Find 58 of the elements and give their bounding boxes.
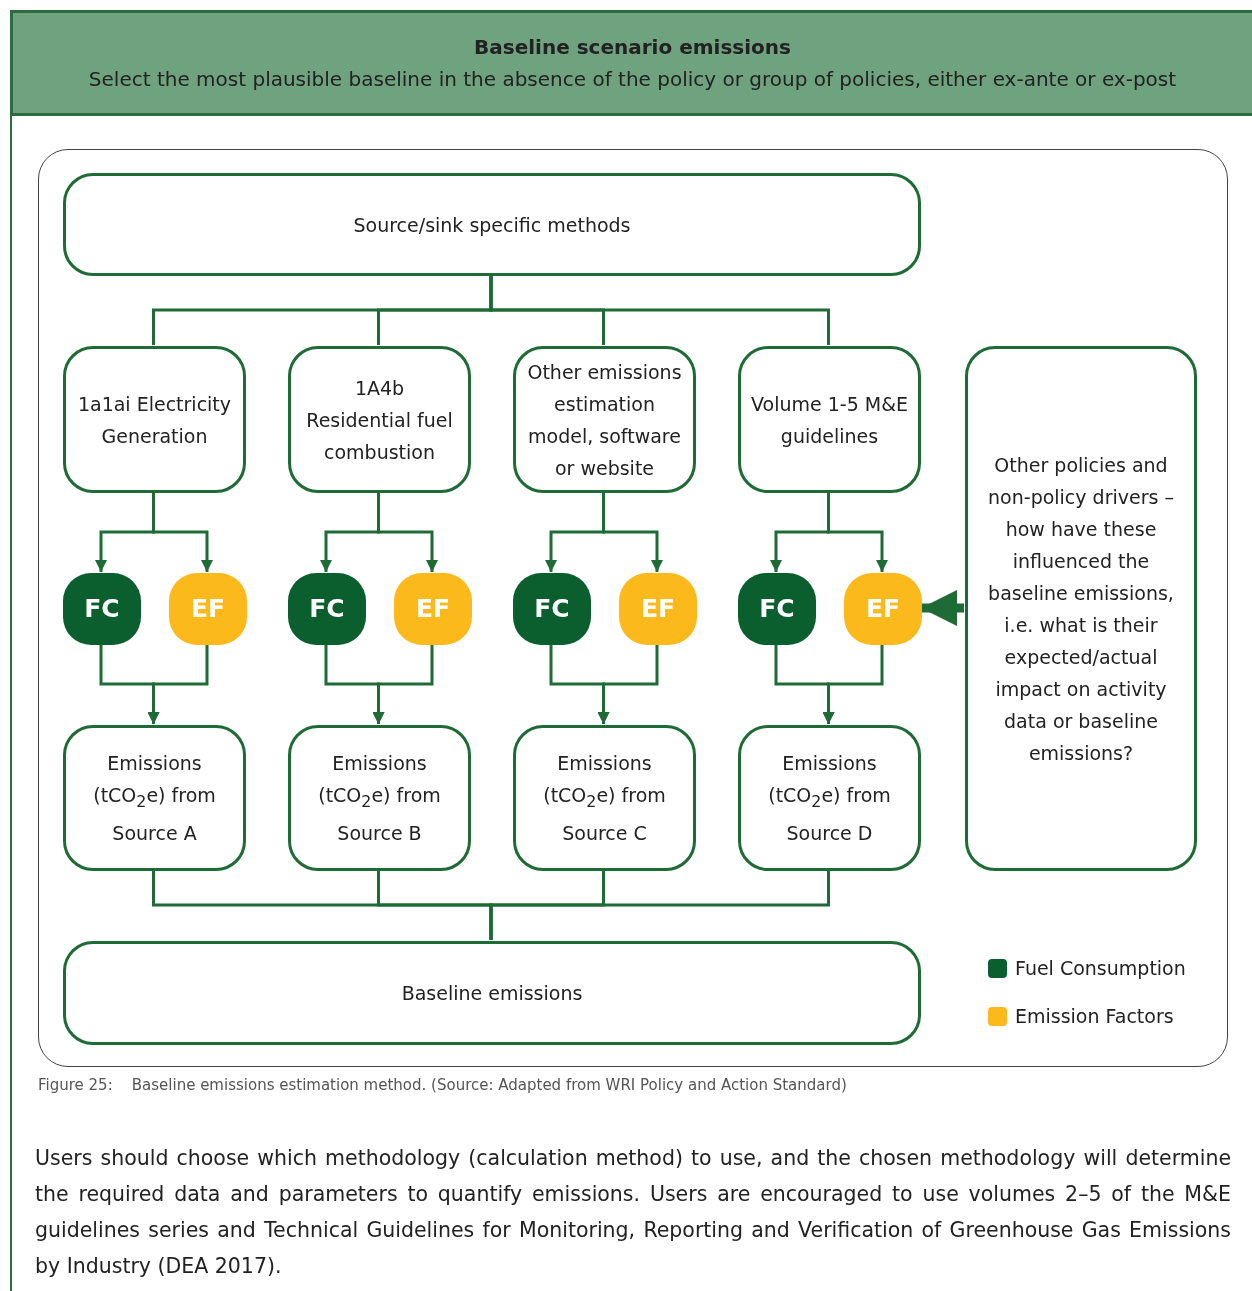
arrow bbox=[152, 492, 213, 572]
node-label: Emissions (tCO$_{2}$e) from Source A bbox=[92, 750, 217, 847]
legend-label: Fuel Consumption bbox=[1015, 957, 1186, 979]
body-paragraph: Users should choose which methodology (calculation method) to use, and the chosen methodology will determine the required data and parameters to quantify emissions. Users are encouraged to use volumes 2–5 of the M&E guidelines series and Technical Guidelines for Monitoring, Reporting and Verification of Greenhouse Gas Emissions by Industry (DEA 2017). bbox=[35, 1145, 1231, 1280]
node-label: 1A4b bbox=[354, 375, 405, 401]
node-label: Emissions (tCO$_{2}$e) from Source B bbox=[317, 750, 442, 847]
method-box bbox=[288, 346, 471, 493]
method-box bbox=[63, 346, 246, 493]
result-box bbox=[738, 725, 921, 871]
node-label: Other emissions estimation model, software or website bbox=[526, 359, 683, 481]
process-box bbox=[63, 173, 921, 276]
rounded-badge bbox=[619, 573, 697, 645]
thick-arrow bbox=[921, 590, 964, 626]
arrow bbox=[602, 492, 663, 572]
arrow bbox=[822, 644, 884, 724]
rounded-badge bbox=[844, 573, 922, 645]
badge-label: EF bbox=[865, 593, 901, 625]
node-label: Source/sink specific methods bbox=[353, 212, 631, 238]
figure-caption: Figure 25: Baseline emissions estimation method. (Source: Adapted from WRI Policy and Action Standard) bbox=[38, 1076, 847, 1094]
legend-label: Emission Factors bbox=[1015, 1005, 1174, 1027]
rounded-badge bbox=[288, 573, 366, 645]
badge-label: FC bbox=[84, 593, 120, 625]
badge-label: FC bbox=[309, 593, 345, 625]
arrow bbox=[597, 644, 659, 724]
panel bbox=[38, 149, 1228, 1067]
node-label: 1a1ai Electricity Generation bbox=[76, 391, 233, 449]
result-box bbox=[513, 725, 696, 871]
rounded-badge bbox=[513, 573, 591, 645]
connector-line bbox=[489, 275, 830, 345]
header-subtitle: Select the most plausible baseline in the absence of the policy or group of policies, either ex-ante or ex-post bbox=[88, 66, 1177, 93]
node-label: Baseline emissions bbox=[401, 981, 583, 1006]
badge-label: EF bbox=[415, 593, 451, 625]
rounded-badge bbox=[169, 573, 247, 645]
arrow bbox=[147, 644, 209, 724]
note-box bbox=[965, 346, 1197, 871]
result-box bbox=[288, 725, 471, 871]
header-title: Baseline scenario emissions bbox=[474, 34, 791, 61]
arrow bbox=[372, 644, 434, 724]
badge-label: EF bbox=[640, 593, 676, 625]
rounded-badge bbox=[394, 573, 472, 645]
node-label: Other policies and non-policy drivers – how have these influenced the baseline emissions, i.e. what is their expected/actual impact on activity data or baseline emissions? bbox=[987, 452, 1175, 766]
rounded-badge bbox=[738, 573, 816, 645]
rounded-badge bbox=[63, 573, 141, 645]
node-label: Residential fuel combustion bbox=[305, 407, 454, 465]
node-label: Emissions (tCO$_{2}$e) from Source C bbox=[542, 750, 667, 847]
method-box bbox=[513, 346, 696, 493]
header-band bbox=[10, 10, 1252, 116]
node-label: Volume 1-5 M&E guidelines bbox=[751, 391, 908, 449]
result-box bbox=[63, 725, 246, 871]
method-box bbox=[738, 346, 921, 493]
badge-label: FC bbox=[534, 593, 570, 625]
arrow bbox=[827, 492, 888, 572]
badge-label: FC bbox=[759, 593, 795, 625]
node-label: Emissions (tCO$_{2}$e) from Source D bbox=[767, 750, 892, 847]
badge-label: EF bbox=[190, 593, 226, 625]
result-box bbox=[63, 941, 921, 1045]
connector-line bbox=[489, 870, 830, 940]
arrow bbox=[377, 492, 438, 572]
